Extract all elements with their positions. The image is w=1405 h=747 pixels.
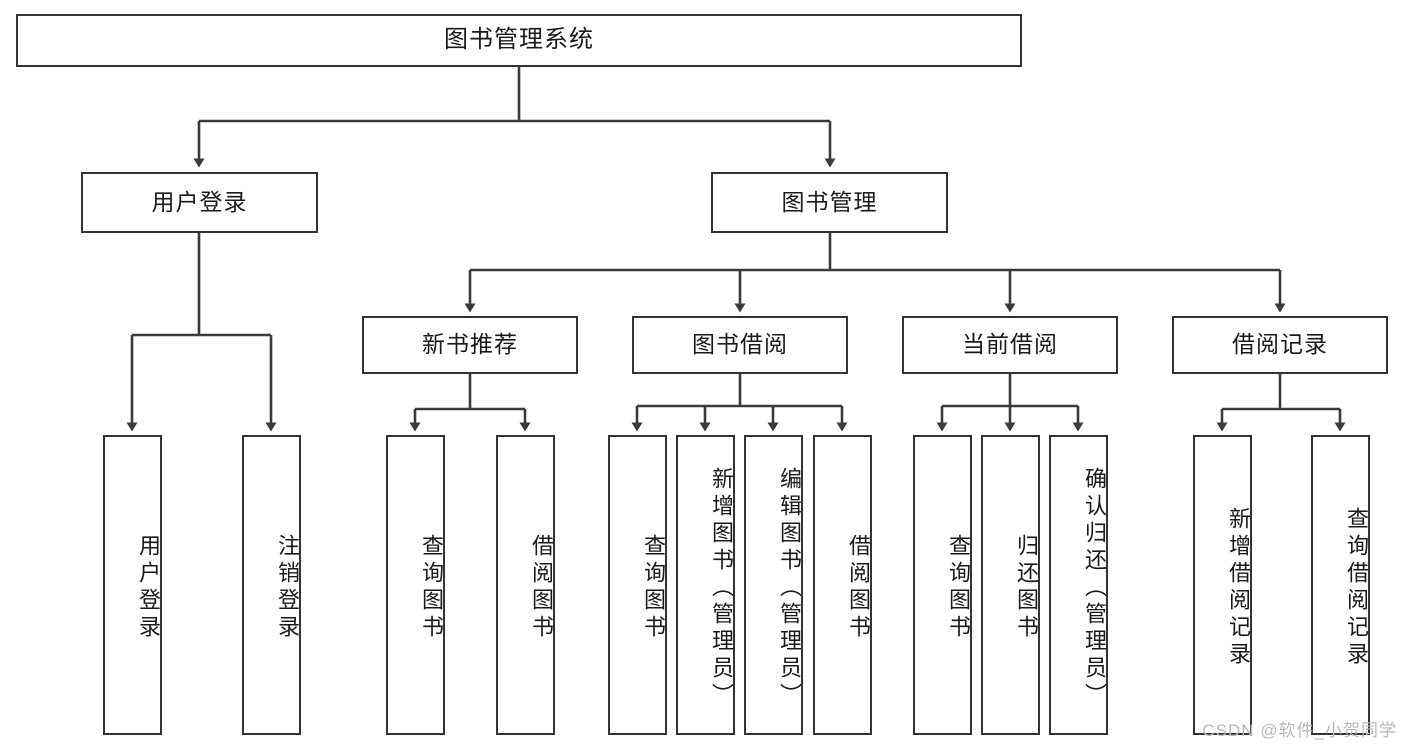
leaf-recommend-query-book[interactable]: 查询图书 <box>386 435 445 735</box>
node-root-system[interactable]: 图书管理系统 <box>16 14 1022 67</box>
leaf-borrow-add-book-admin[interactable]: 新增图书（管理员） <box>676 435 735 735</box>
node-label: 新书推荐 <box>422 331 518 358</box>
leaf-record-add-record[interactable]: 新增借阅记录 <box>1193 435 1252 735</box>
leaf-current-return-book[interactable]: 归还图书 <box>981 435 1040 735</box>
node-label: 图书管理系统 <box>444 26 594 54</box>
node-new-book-recommend[interactable]: 新书推荐 <box>362 316 578 374</box>
leaf-borrow-edit-book-admin[interactable]: 编辑图书（管理员） <box>744 435 803 735</box>
leaf-current-confirm-return-admin[interactable]: 确认归还（管理员） <box>1049 435 1108 735</box>
node-label: 当前借阅 <box>962 331 1058 358</box>
node-label: 新增借阅记录 <box>1226 507 1251 669</box>
node-label: 编辑图书（管理员） <box>777 466 802 710</box>
node-label: 借阅记录 <box>1232 331 1328 358</box>
node-label: 借阅图书 <box>529 534 554 642</box>
leaf-record-query-record[interactable]: 查询借阅记录 <box>1311 435 1370 735</box>
node-label: 用户登录 <box>136 534 161 642</box>
node-label: 查询图书 <box>946 534 971 642</box>
node-label: 查询图书 <box>419 534 444 642</box>
node-current-borrow[interactable]: 当前借阅 <box>902 316 1118 374</box>
leaf-current-query-book[interactable]: 查询图书 <box>913 435 972 735</box>
node-label: 图书管理 <box>781 188 878 215</box>
node-label: 确认归还（管理员） <box>1082 466 1107 710</box>
leaf-user-login-login[interactable]: 用户登录 <box>103 435 162 735</box>
node-label: 查询图书 <box>641 534 666 642</box>
leaf-borrow-borrow-book[interactable]: 借阅图书 <box>813 435 872 735</box>
leaf-borrow-query-book[interactable]: 查询图书 <box>608 435 667 735</box>
node-book-management[interactable]: 图书管理 <box>711 172 948 233</box>
node-label: 归还图书 <box>1014 534 1039 642</box>
node-label: 图书借阅 <box>692 331 788 358</box>
node-label: 用户登录 <box>151 188 248 215</box>
node-borrow-record[interactable]: 借阅记录 <box>1172 316 1388 374</box>
node-label: 新增图书（管理员） <box>709 466 734 710</box>
node-book-borrow[interactable]: 图书借阅 <box>632 316 848 374</box>
leaf-recommend-borrow-book[interactable]: 借阅图书 <box>496 435 555 735</box>
node-label: 查询借阅记录 <box>1344 507 1369 669</box>
node-label: 注销登录 <box>275 534 300 642</box>
node-label: 借阅图书 <box>846 534 871 642</box>
node-user-login[interactable]: 用户登录 <box>81 172 318 233</box>
csdn-watermark: CSDN @软件_小贺同学 <box>1202 721 1397 740</box>
leaf-user-login-logout[interactable]: 注销登录 <box>242 435 301 735</box>
